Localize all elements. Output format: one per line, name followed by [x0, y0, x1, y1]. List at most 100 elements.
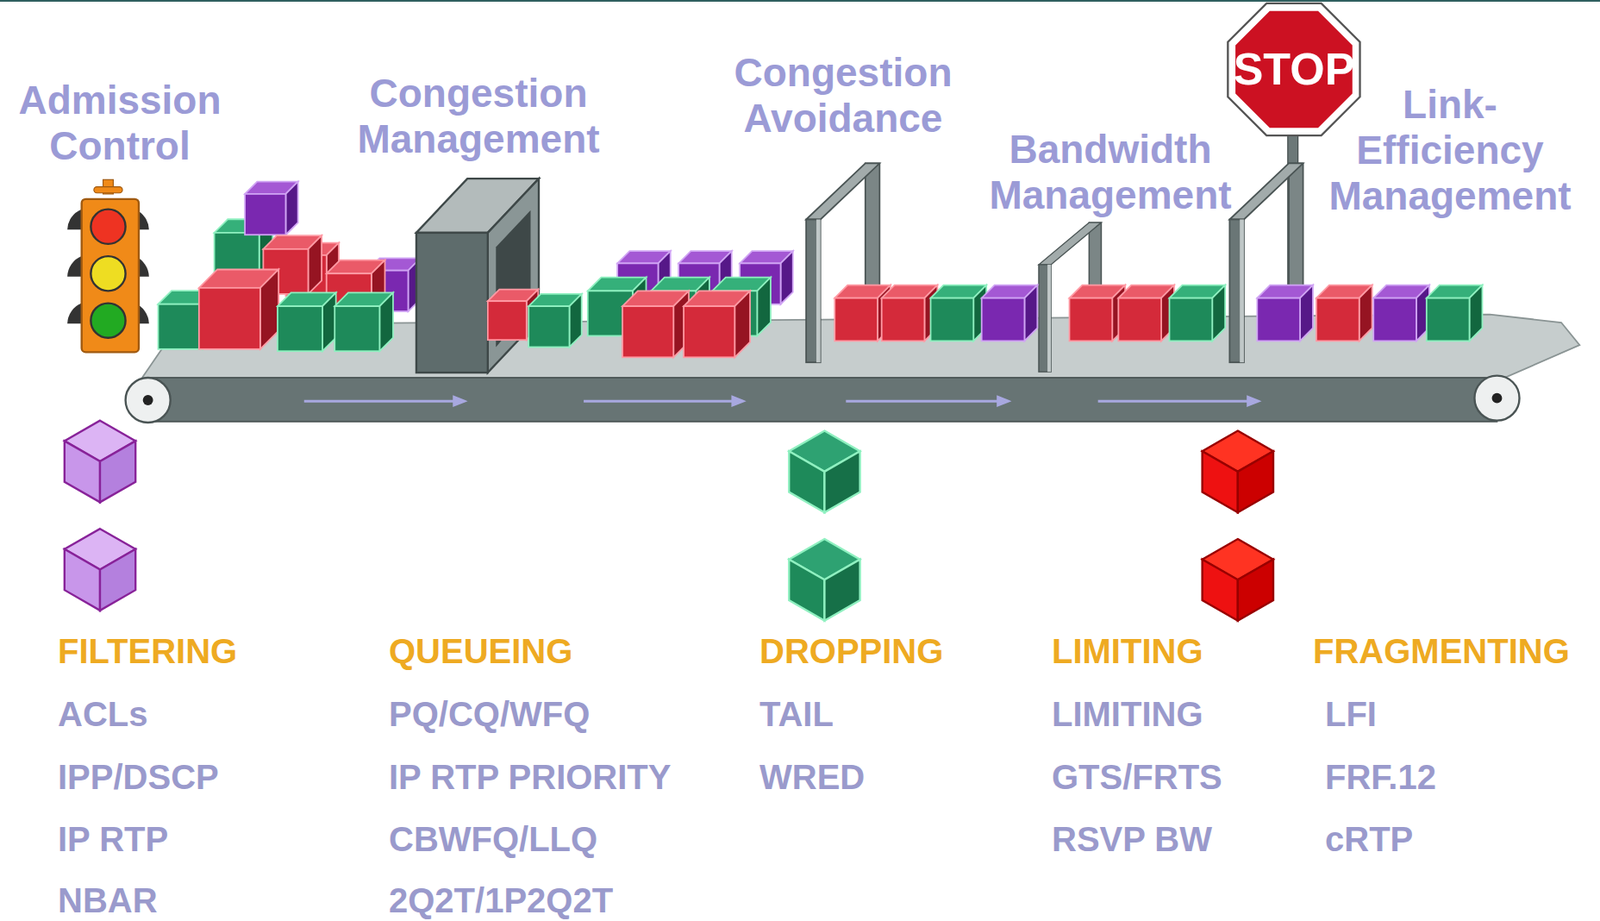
- illustration-part: [683, 306, 735, 357]
- scene: [64, 3, 1581, 621]
- avoidance-gate: [806, 162, 880, 363]
- illustration-part: [1098, 400, 1254, 403]
- packet-cube: [1169, 285, 1226, 342]
- top-rule: [0, 0, 1600, 2]
- packet-cube: [1373, 285, 1430, 342]
- packet-cube: [1069, 285, 1126, 342]
- illustration-part: [1474, 375, 1519, 421]
- illustration-part: [569, 293, 582, 348]
- belt-arrows: [304, 396, 1259, 405]
- illustration-part: [285, 181, 298, 236]
- illustration-part: [1069, 298, 1113, 342]
- illustration-part: [1202, 450, 1238, 513]
- technique-item: LFI: [1325, 696, 1377, 732]
- technique-item: CBWFQ/LLQ: [388, 821, 598, 857]
- illustration-part: [157, 304, 203, 350]
- illustration-part: [981, 298, 1025, 342]
- illustration-part: [64, 549, 100, 611]
- stage-heading: Admission Control: [12, 77, 228, 169]
- technique-item: PQ/CQ/WFQ: [388, 696, 590, 732]
- stage-heading: Bandwidth Management: [972, 126, 1249, 219]
- illustration-part: [379, 292, 394, 351]
- technique-item: IP RTP: [57, 821, 169, 857]
- illustration-part: [67, 256, 82, 277]
- technique-item: NBAR: [57, 882, 158, 918]
- packet-cube: [528, 293, 582, 348]
- illustration-part: [1237, 559, 1274, 621]
- category-heading: FRAGMENTING: [1312, 633, 1570, 669]
- illustration-part: [881, 298, 925, 342]
- illustration-part: [734, 290, 750, 357]
- illustration-part: [307, 235, 322, 294]
- dropped-cube: [788, 538, 860, 621]
- illustration-part: [1373, 298, 1417, 342]
- illustration-part: [260, 268, 279, 349]
- illustration-part: [454, 396, 465, 405]
- technique-item: cRTP: [1325, 821, 1413, 857]
- packet-cube: [881, 285, 938, 342]
- illustration-part: [931, 298, 975, 342]
- illustration-part: [824, 559, 860, 621]
- queue-box: [416, 178, 539, 373]
- technique-item: RSVP BW: [1051, 821, 1213, 857]
- illustration-part: [583, 400, 738, 403]
- illustration-part: [100, 549, 136, 611]
- category-heading: FILTERING: [57, 633, 238, 669]
- packet-cube: [981, 285, 1038, 342]
- packet-cube: [244, 181, 299, 236]
- illustration-part: [756, 277, 771, 337]
- illustration-part: [277, 306, 323, 351]
- illustration-part: [1202, 559, 1238, 621]
- stage-heading: Congestion Management: [340, 70, 617, 163]
- illustration-part: [1256, 298, 1300, 342]
- illustration-part: [622, 306, 674, 357]
- illustration-part: [1212, 285, 1225, 342]
- category-heading: DROPPING: [759, 633, 944, 669]
- illustration-part: [64, 440, 100, 502]
- packet-cube: [334, 292, 394, 351]
- cube-row: [487, 250, 1483, 357]
- packet-cube: [277, 292, 337, 351]
- cube-pile: [157, 181, 420, 351]
- illustration-part: [1316, 298, 1360, 342]
- technique-item: ACLs: [57, 696, 148, 732]
- illustration-part: [322, 292, 337, 351]
- illustration-part: [732, 396, 744, 405]
- packet-cube: [1426, 285, 1483, 342]
- illustration-part: [67, 209, 82, 231]
- illustration-part: [416, 232, 488, 373]
- technique-item: GTS/FRTS: [1051, 759, 1223, 794]
- dropped-cube: [64, 528, 136, 611]
- technique-item: IPP/DSCP: [57, 759, 219, 794]
- illustration-part: [998, 396, 1009, 405]
- dropped-cube: [1202, 431, 1274, 513]
- illustration-part: [125, 377, 171, 423]
- dropped-cube: [788, 431, 860, 513]
- illustration-part: [1426, 298, 1470, 342]
- stage-heading: Congestion Avoidance: [705, 50, 982, 142]
- illustration-part: [1300, 285, 1313, 342]
- illustration-part: [90, 256, 125, 291]
- illustration-part: [845, 400, 1003, 403]
- illustration-part: [1492, 393, 1503, 404]
- illustration-part: [304, 400, 460, 403]
- packet-cube: [683, 290, 750, 357]
- technique-item: IP RTP PRIORITY: [388, 759, 671, 794]
- illustration-part: [148, 377, 1498, 422]
- technique-item: 2Q2T/1P2Q2T: [388, 882, 613, 918]
- dropped-cube: [1202, 538, 1274, 621]
- illustration-part: [334, 306, 380, 351]
- sign-text: STOP: [1220, 46, 1368, 92]
- packet-cube: [931, 285, 988, 342]
- illustration-part: [244, 193, 286, 235]
- packet-cube: [1256, 285, 1313, 342]
- technique-item: FRF.12: [1325, 759, 1437, 794]
- illustration-part: [788, 559, 825, 621]
- illustration-part: [143, 394, 154, 406]
- category-heading: LIMITING: [1051, 633, 1204, 669]
- illustration-part: [781, 250, 794, 305]
- illustration-part: [81, 199, 139, 353]
- technique-item: WRED: [759, 759, 865, 794]
- packet-cube: [199, 268, 279, 349]
